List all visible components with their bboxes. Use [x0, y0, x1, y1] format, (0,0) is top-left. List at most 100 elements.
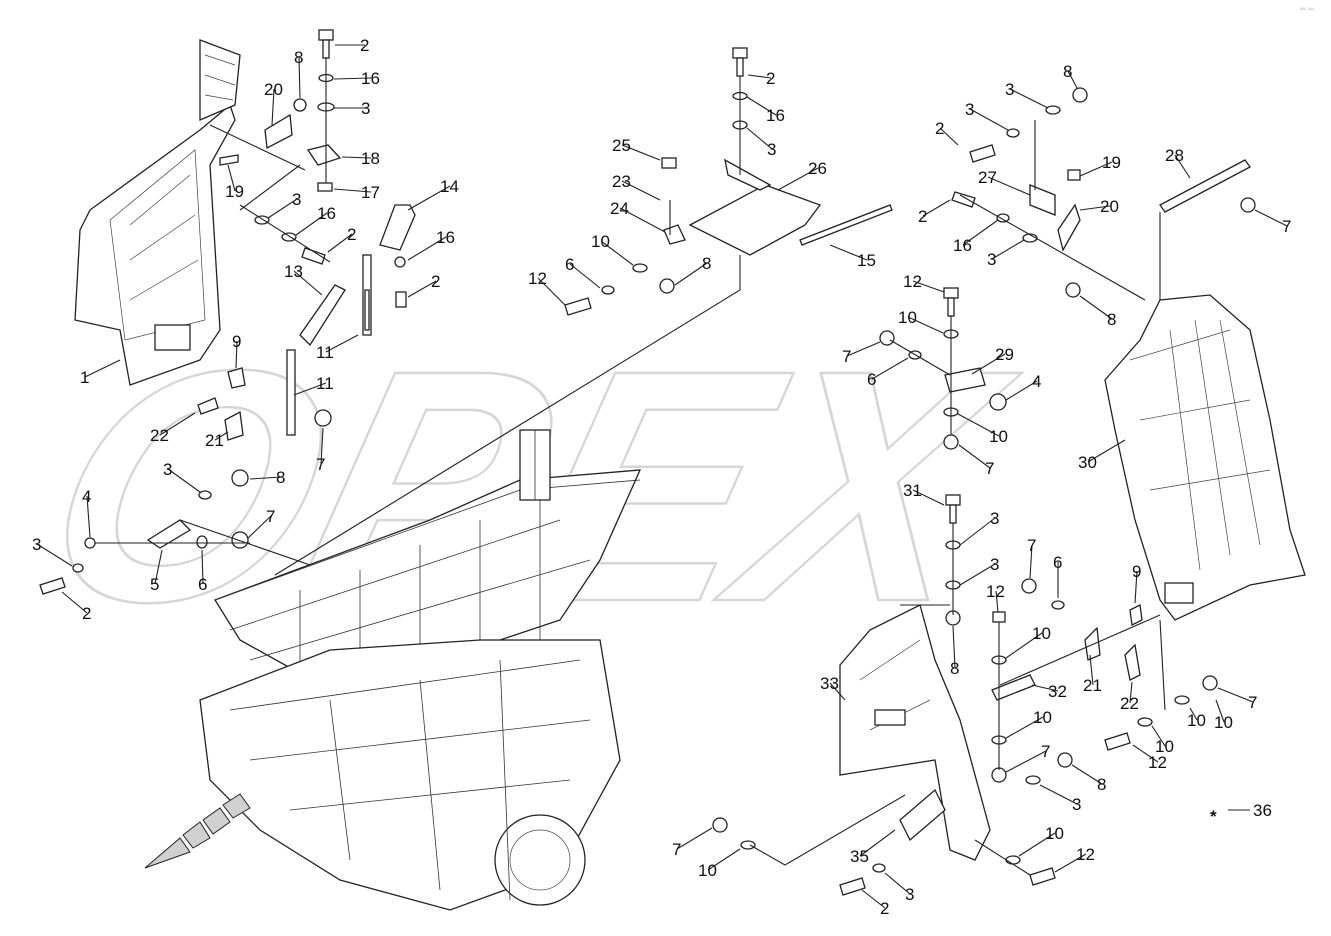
callout-number: 29 — [995, 345, 1014, 364]
callout-16: 16 — [333, 69, 380, 88]
callout-19: 19 — [225, 164, 244, 201]
asterisk-symbol: * — [1210, 807, 1217, 826]
lower-right-hardware — [712, 494, 1218, 896]
callout-leader-line — [1071, 764, 1103, 785]
callout-leader-line — [1129, 681, 1133, 704]
callout-number: 2 — [918, 207, 927, 226]
callout-20: 20 — [1079, 197, 1119, 216]
callout-3: 3 — [163, 460, 201, 493]
callout-number: 3 — [292, 190, 301, 209]
callout-number: 20 — [264, 80, 283, 99]
callout-leader-line — [1005, 380, 1038, 401]
callout-number: 3 — [905, 885, 914, 904]
callout-leader-line — [1215, 699, 1225, 723]
callout-1: 1 — [80, 359, 121, 387]
callout-number: 16 — [317, 204, 336, 223]
callout-number: 2 — [880, 899, 889, 918]
callout-number: 9 — [232, 332, 241, 351]
callout-number: 22 — [1120, 694, 1139, 713]
callout-leader-line — [1054, 853, 1087, 873]
callout-3: 3 — [884, 872, 914, 904]
callout-8: 8 — [674, 254, 711, 286]
callout-number: 8 — [294, 48, 303, 67]
callout-number: 11 — [316, 343, 334, 362]
callout-leader-line — [962, 219, 999, 246]
callout-number: 3 — [990, 509, 999, 528]
callout-16: 16 — [407, 228, 455, 261]
callout-leader-line — [86, 495, 91, 538]
callout-leader-line — [333, 77, 372, 80]
callout-number: 8 — [702, 254, 711, 273]
callout-number: 16 — [436, 228, 455, 247]
callout-leader-line — [159, 412, 196, 436]
callout-leader-line — [1174, 154, 1191, 179]
callout-23: 23 — [612, 172, 661, 201]
callout-number: 26 — [808, 159, 827, 178]
callout-leader-line — [537, 277, 566, 306]
callout-28: 28 — [1165, 146, 1191, 179]
callout-29: 29 — [971, 345, 1014, 375]
callout-leader-line — [325, 334, 359, 353]
callout-leader-line — [676, 827, 713, 850]
callout-number: 23 — [612, 172, 631, 191]
callout-number: 7 — [316, 455, 325, 474]
callout-7: 7 — [316, 427, 325, 474]
callout-leader-line — [1134, 570, 1138, 604]
callout-number: 10 — [698, 861, 717, 880]
callout-number: 12 — [986, 582, 1005, 601]
callout-leader-line — [907, 316, 944, 334]
callout-3: 3 — [959, 555, 999, 586]
callout-leader-line — [201, 549, 204, 585]
callout-10: 10 — [1018, 824, 1064, 857]
callout-leader-line — [958, 444, 991, 469]
callout-leader-line — [987, 176, 1031, 196]
callout-number: 3 — [990, 555, 999, 574]
callout-leader-line — [227, 164, 236, 192]
callout-leader-line — [1018, 832, 1056, 857]
callout-leader-line — [746, 127, 773, 150]
callout-leader-line — [1089, 654, 1094, 686]
callout-leader-line — [1005, 716, 1044, 739]
callout-number: 31 — [903, 481, 922, 500]
callout-2: 2 — [407, 272, 440, 298]
callout-number: 28 — [1165, 146, 1184, 165]
callout-leader-line — [621, 180, 661, 201]
callout-25: 25 — [612, 136, 661, 161]
callout-number: 3 — [1005, 80, 1014, 99]
callout-7: 7 — [1254, 209, 1291, 236]
callout-10: 10 — [1151, 725, 1174, 756]
callout-number: 6 — [565, 255, 574, 274]
callout-leader-line — [777, 167, 819, 191]
callout-7: 7 — [842, 341, 881, 366]
callout-leader-line — [707, 848, 741, 871]
corner-mark: ═ ═ — [1299, 5, 1314, 15]
callout-number: 9 — [1132, 562, 1141, 581]
callout-6: 6 — [1053, 553, 1062, 598]
callout-leader-line — [154, 549, 163, 585]
callout-3: 3 — [334, 99, 370, 118]
callout-number: 3 — [965, 100, 974, 119]
callout-leader-line — [267, 198, 298, 219]
callout-leader-line — [407, 280, 437, 298]
callout-leader-line — [952, 625, 956, 669]
callout-8: 8 — [950, 625, 959, 678]
callout-15: 15 — [829, 244, 876, 270]
callout-10: 10 — [957, 413, 1008, 446]
callout-number: 6 — [198, 575, 207, 594]
callout-11: 11 — [293, 374, 334, 396]
callout-number: 27 — [978, 168, 997, 187]
callout-number: 3 — [1072, 795, 1081, 814]
bolt-stack-left — [306, 29, 342, 192]
callout-4: 4 — [1005, 372, 1041, 401]
callout-leader-line — [167, 468, 201, 493]
callout-3: 3 — [965, 100, 1009, 131]
callout-number: 7 — [1027, 536, 1036, 555]
callout-leader-line — [61, 591, 88, 614]
callout-leader-line — [861, 889, 886, 909]
callout-10: 10 — [591, 232, 634, 266]
callout-leader-line — [295, 212, 328, 236]
callout-leader-line — [674, 262, 708, 286]
callout-leader-line — [959, 517, 996, 546]
